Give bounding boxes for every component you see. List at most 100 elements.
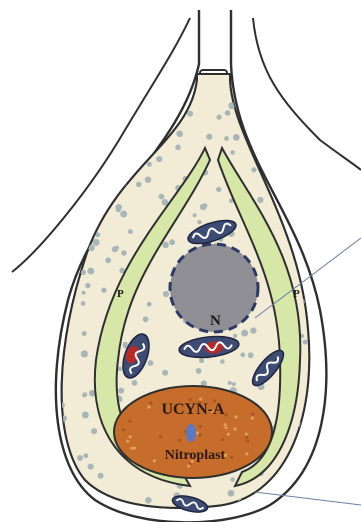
granule [130,77,135,82]
granule [230,150,235,155]
granule [287,192,291,196]
granule [203,203,207,207]
granule [144,122,150,128]
granule [225,110,231,116]
granule [99,78,106,85]
nitroplast-granule [224,423,227,426]
granule [262,136,266,140]
granule [118,388,124,394]
granule [64,169,69,174]
granule [58,498,64,504]
granule [216,187,221,192]
granule [116,207,121,212]
granule [305,112,312,119]
granule [71,236,76,241]
granule [220,359,225,364]
nitroplast-label-line2: Nitroplast [165,448,226,463]
granule [91,428,97,434]
nitroplast-granule [149,402,152,405]
granule [293,150,298,155]
granule [81,270,86,275]
granule [233,334,237,338]
nitroplast-granule [187,465,190,468]
nitroplast-granule [153,459,156,462]
granule [159,194,165,200]
granule [162,242,169,249]
granule [60,403,65,408]
nitroplast-granule [225,426,228,429]
granule [94,141,99,146]
granule [250,119,255,124]
granule [196,368,202,374]
granule [96,233,101,238]
granule [121,250,127,256]
granule [91,82,97,88]
granule [248,352,254,358]
granule [197,220,201,224]
nitroplast-granule [122,428,125,431]
granule [72,188,78,194]
granule [83,392,88,397]
granule [59,256,65,262]
granule [118,367,123,372]
granule [69,480,76,487]
granule [193,213,197,217]
granule [232,382,236,386]
granule [163,291,169,297]
granule [251,167,256,172]
granule [250,88,255,93]
granule [147,302,152,307]
granule [294,91,301,98]
granule [81,301,86,306]
granule [162,370,168,376]
granule [78,86,84,92]
granule [310,361,314,365]
granule [309,192,313,196]
granule [169,109,176,116]
nitroplast-granule [129,435,132,438]
granule [250,327,256,333]
granule [303,340,308,345]
granule [304,475,311,482]
granule [120,99,125,104]
granule [303,420,310,427]
granule [224,136,229,141]
granule [169,239,175,245]
granule [187,111,193,117]
nitroplast-granule [159,435,162,438]
nitroplast-granule [246,440,249,443]
granule [120,149,124,153]
granule [303,268,308,273]
nitroplast-granule [199,425,202,428]
granule [90,217,96,223]
granule [83,453,88,458]
nucleus-label: N [210,313,221,329]
granule [299,207,306,214]
granule [206,134,212,140]
plastid-right-label: P [293,288,300,300]
granule [81,230,85,234]
granule [89,128,94,133]
granule [136,182,142,188]
nitroplast-granule [178,439,181,442]
nitroplast-granule [245,452,248,455]
nitroplast-granule [230,456,233,459]
granule [105,257,111,263]
granule [132,380,138,386]
granule [85,283,90,288]
granule [257,197,263,203]
nitroplast-granule [233,427,236,430]
nitroplast-granule [225,413,228,416]
granule [79,107,84,112]
granule [142,90,146,94]
granule [75,258,79,262]
granule [145,177,151,183]
granule [301,217,306,222]
granule [81,350,88,357]
granule [251,106,256,111]
granule [98,473,104,479]
granule [156,156,162,162]
nitroplast-granule [126,440,129,443]
granule [313,84,317,88]
granule [287,123,292,128]
